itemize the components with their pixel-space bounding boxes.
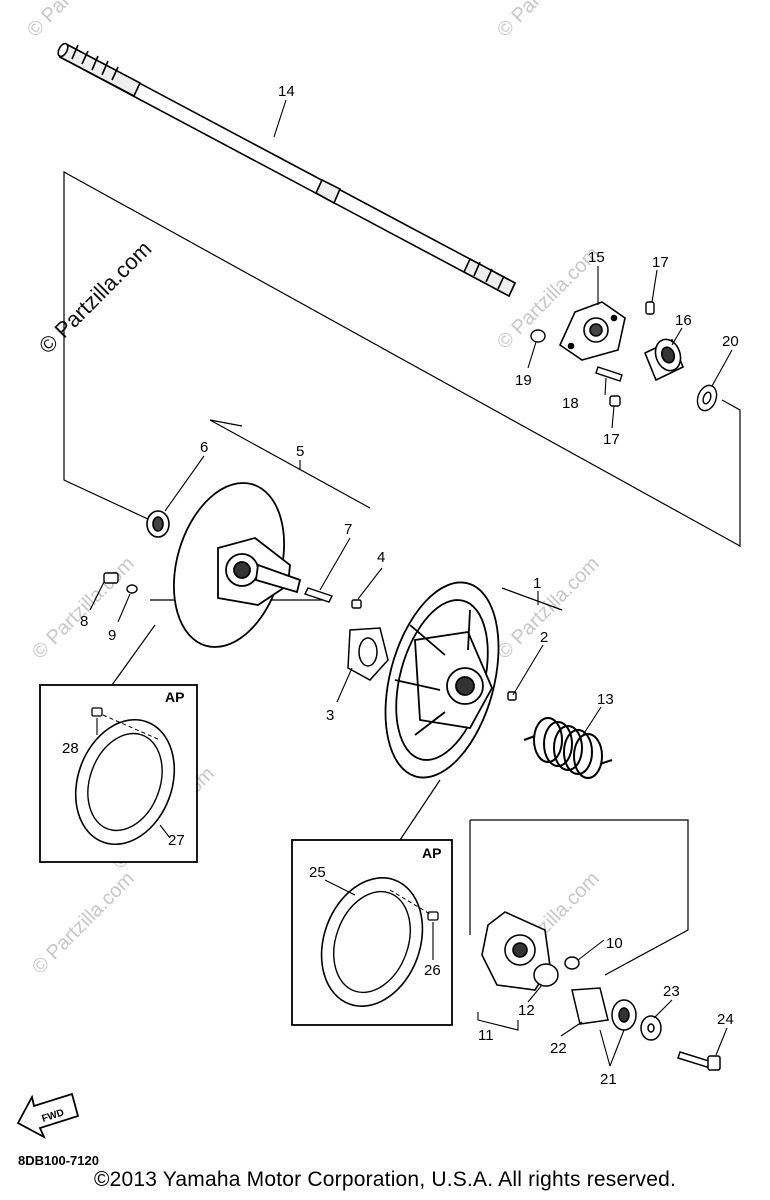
small-parts [533,956,721,1071]
callout-19: 19 [515,372,532,389]
callout-6: 6 [200,439,208,456]
watermark-faint: © Partzilla.com [28,868,139,979]
callout-27: 27 [168,832,185,849]
callout-20: 20 [722,333,739,350]
compression-spring [523,717,613,779]
callout-26: 26 [424,962,441,979]
callout-17b: 17 [603,431,620,448]
screw-8-washer-9 [103,572,138,594]
callout-28: 28 [62,740,79,757]
secondary-shaft [57,42,517,298]
callout-15: 15 [588,249,605,266]
callout-23: 23 [663,983,680,1000]
callout-21: 21 [600,1071,617,1088]
watermark-faint: © Partzilla.com [28,553,139,664]
screws-2-4 [351,599,517,701]
fixed-sheave [173,482,302,648]
callout-5: 5 [296,443,304,460]
forward-arrow-icon: FWD [16,1092,80,1140]
callout-numbers: 1 2 3 4 5 6 7 8 9 10 11 12 13 14 15 16 1… [62,83,739,1088]
bolts-set-screws [530,301,718,412]
bearing-housing [558,301,626,361]
gasket-3 [347,627,389,681]
callout-2: 2 [540,629,548,646]
callout-4: 4 [377,549,385,566]
watermark-faint: © Partzilla.com [493,0,604,42]
callout-17: 17 [652,254,669,271]
callout-11: 11 [478,1027,494,1044]
inset-box-left [39,624,198,863]
copyright-notice: ©2013 Yamaha Motor Corporation, U.S.A. A… [93,1168,677,1191]
callout-25: 25 [309,864,326,881]
oil-seal-6 [146,510,170,538]
inset-label: AP [165,689,184,705]
callout-12: 12 [518,1002,535,1019]
inset-box-right [291,779,453,1026]
bearing-16 [643,338,685,382]
leader-lines [89,99,733,1067]
watermark-faint: © Partzilla.com [23,0,134,42]
inset-label: AP [422,845,441,861]
callout-7: 7 [344,521,352,538]
stud-7 [304,587,333,603]
callout-18: 18 [562,395,579,412]
callout-3: 3 [326,707,334,724]
callout-9: 9 [108,627,116,644]
diagram-code: 8DB100-7120 [18,1153,99,1168]
callout-24: 24 [717,1011,734,1028]
callout-8: 8 [80,613,88,630]
callout-13: 13 [597,691,614,708]
movable-sheave [384,581,500,779]
watermark-faint: © Partzilla.com [493,553,604,664]
callout-16: 16 [675,312,692,329]
callout-14: 14 [278,83,295,100]
spring-seat-11 [481,911,551,991]
watermark-main: © Partzilla.com [34,236,157,359]
callout-1: 1 [533,575,541,592]
callout-10: 10 [606,935,623,952]
callout-22: 22 [550,1040,567,1057]
